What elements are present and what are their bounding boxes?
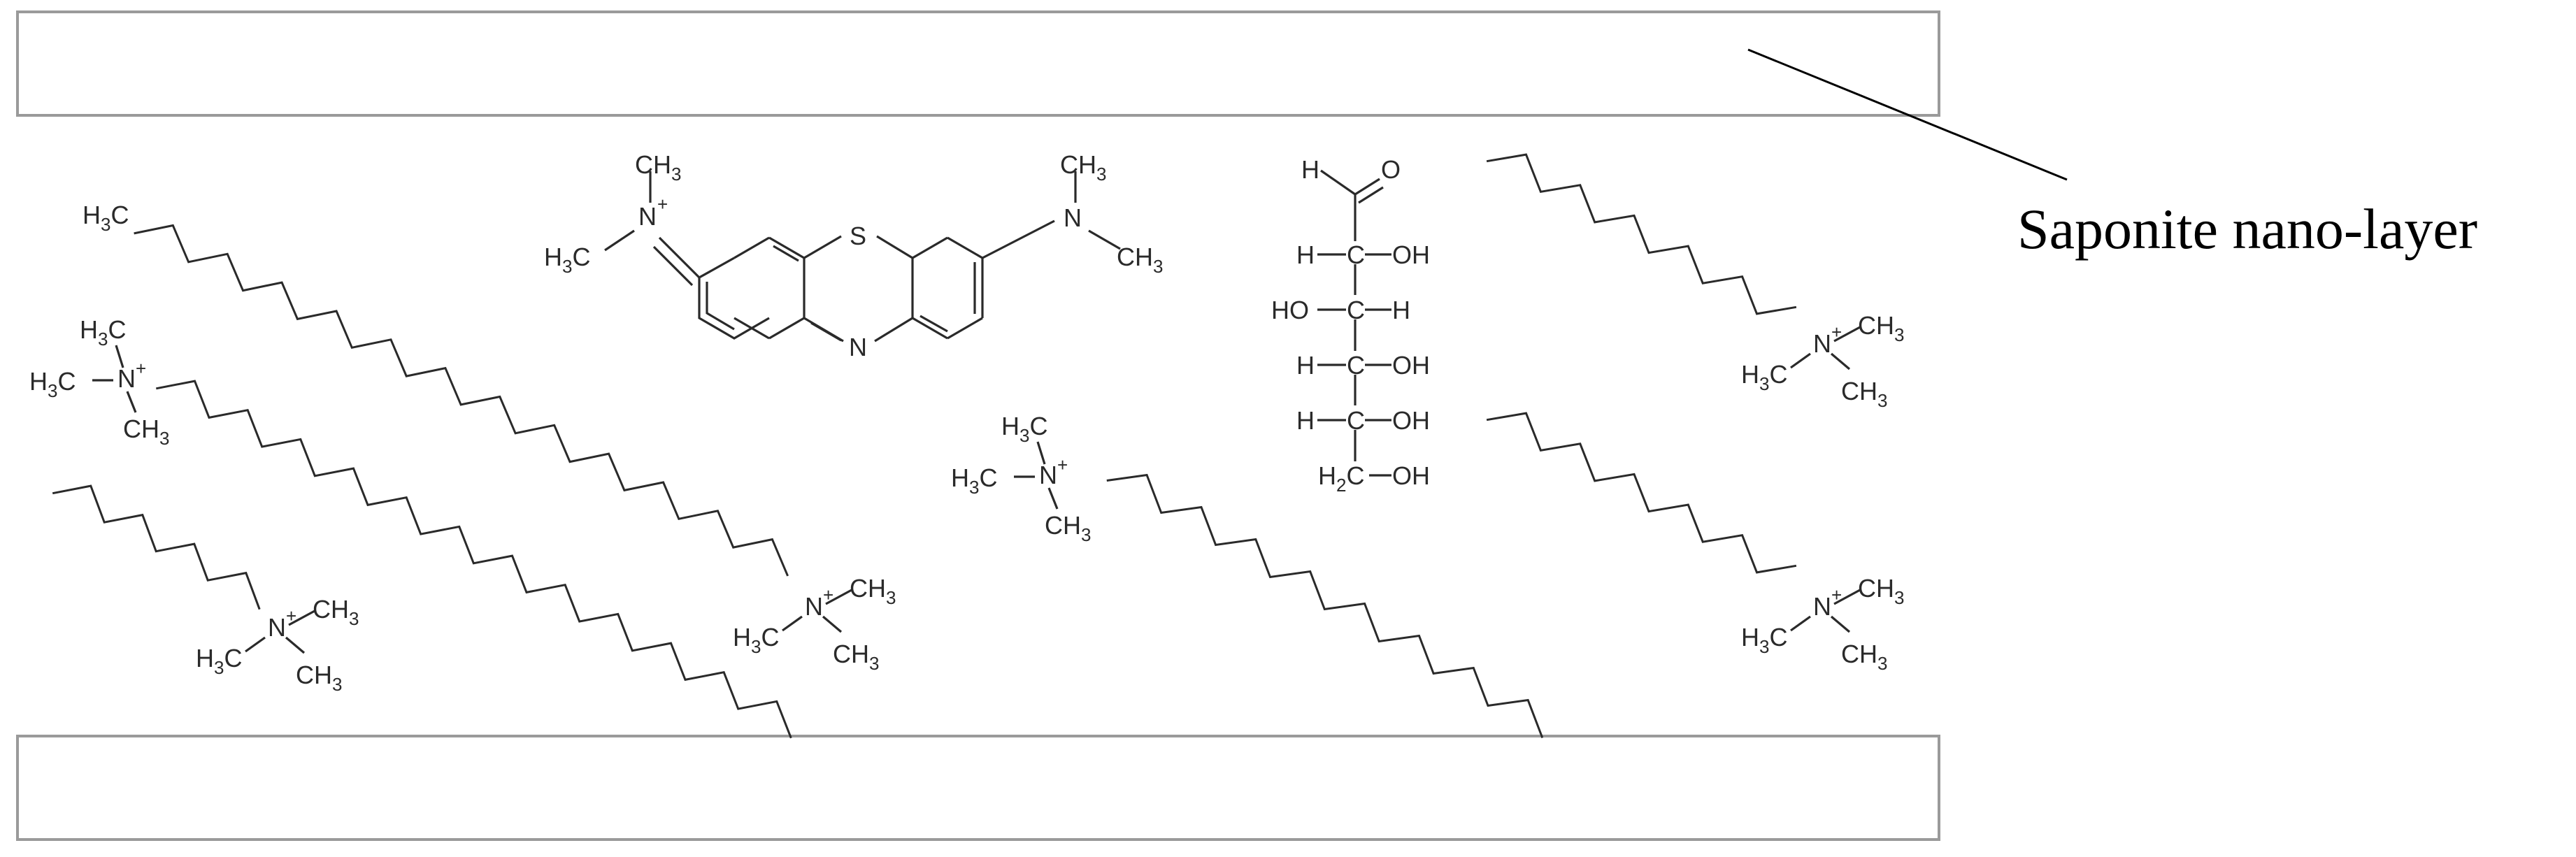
alkyl-chain-6 [1486,412,1797,574]
ammonium-n: N [805,592,823,621]
ammonium-n: N [1813,329,1831,358]
glucose-row2-c: C [1347,296,1365,324]
saponite-layer-bottom [16,735,1940,841]
ammonium-methyl-1: CH3 [313,595,359,629]
ammonium-charge: + [136,358,146,379]
ammonium-heads: H3CN+H3CH3CCH3N+CH3H3CCH3N+CH3H3CCH3N+H3… [29,201,1904,695]
chain-terminal-methyl: H3C [83,201,129,235]
label-leader-line [1747,48,2068,181]
alkyl-chains [52,153,1797,739]
glucose-row2-left: HO [1271,296,1309,324]
mb-left-top-h: H [653,150,671,179]
ammonium-methyl-2: H3C [196,644,242,678]
mb-left-3: 3 [562,256,572,277]
mb-right-bot-c: C [1117,243,1135,271]
ammonium-methyl-3: CH3 [1045,511,1091,545]
ammonium-methyl-1: H3C [1001,412,1047,446]
svg-text:CH3: CH3 [635,150,681,185]
mb-right-bot-h: H [1135,243,1153,271]
ammonium-n: N [1039,461,1057,489]
mb-left-h: H [544,243,562,271]
ammonium-methyl-2: H3C [733,623,779,657]
glucose-row5-h: H [1318,461,1336,490]
glucose-row3-right: OH [1392,351,1430,380]
glucose-molecule: H O H C OH HO C H H C OH H C OH [1271,155,1430,496]
ammonium-methyl-2: H3C [1741,623,1787,657]
alkyl-chain-2 [156,380,792,739]
ammonium-charge: + [1057,454,1068,475]
alkyl-chain-1 [134,224,789,577]
ammonium-n: N [117,364,136,393]
ammonium-methyl-1: CH3 [850,574,896,608]
alkyl-chain-5 [1486,153,1797,315]
glucose-row5-right: OH [1392,461,1430,490]
ammonium-n: N [268,613,286,642]
mb-right-bot-3: 3 [1153,256,1163,277]
svg-text:CH3: CH3 [1060,150,1106,185]
saponite-layer-top [16,10,1940,117]
ammonium-methyl-2: H3C [1741,360,1787,394]
glucose-row3-c: C [1347,351,1365,380]
glucose-row1-left: H [1296,240,1315,269]
glucose-row5-sub: 2 [1336,475,1346,496]
mb-left-n: N [638,202,657,231]
ammonium-methyl-1: CH3 [1858,574,1904,608]
ammonium-methyl-2: H3C [29,367,76,401]
svg-text:H3C: H3C [544,243,590,277]
ammonium-methyl-1: CH3 [1858,311,1904,345]
alkyl-chain-3 [52,484,261,610]
glucose-row5-c: C [1346,461,1364,490]
mb-left-c: C [572,243,590,271]
methylene-blue-molecule: S N N + CH3 H3C N CH3 CH3 [544,150,1163,361]
ammonium-methyl-3: CH3 [833,640,879,674]
glucose-row4-right: OH [1392,406,1430,435]
glucose-row1-c: C [1347,240,1365,269]
ammonium-methyl-3: CH3 [123,415,169,449]
ammonium-n: N [1813,592,1831,621]
ammonium-methyl-3: CH3 [1841,377,1887,411]
glucose-row4-left: H [1296,406,1315,435]
ammonium-methyl-3: CH3 [296,661,342,695]
saponite-label: Saponite nano-layer [2017,197,2477,261]
mb-left-charge: + [657,194,668,215]
mb-right-top-c: C [1060,150,1078,179]
ammonium-methyl-2: H3C [951,463,997,498]
mb-right-n: N [1064,203,1082,232]
ring-atom-sulfur: S [850,222,866,250]
glucose-row0-right: O [1381,155,1401,184]
alkyl-chain-4 [1106,473,1544,739]
svg-text:H2C: H2C [1318,461,1364,496]
ammonium-methyl-1: H3C [80,315,126,350]
mb-right-top-h: H [1078,150,1096,179]
ring-atom-nitrogen: N [849,333,867,361]
ammonium-methyl-3: CH3 [1841,640,1887,674]
svg-text:CH3: CH3 [1117,243,1163,277]
glucose-row4-c: C [1347,406,1365,435]
glucose-row3-left: H [1296,351,1315,380]
glucose-row2-right: H [1392,296,1410,324]
mb-left-top-3: 3 [671,164,681,185]
mb-left-top-c: C [635,150,653,179]
mb-right-top-3: 3 [1096,164,1106,185]
glucose-row0-left: H [1301,155,1319,184]
glucose-row1-right: OH [1392,240,1430,269]
